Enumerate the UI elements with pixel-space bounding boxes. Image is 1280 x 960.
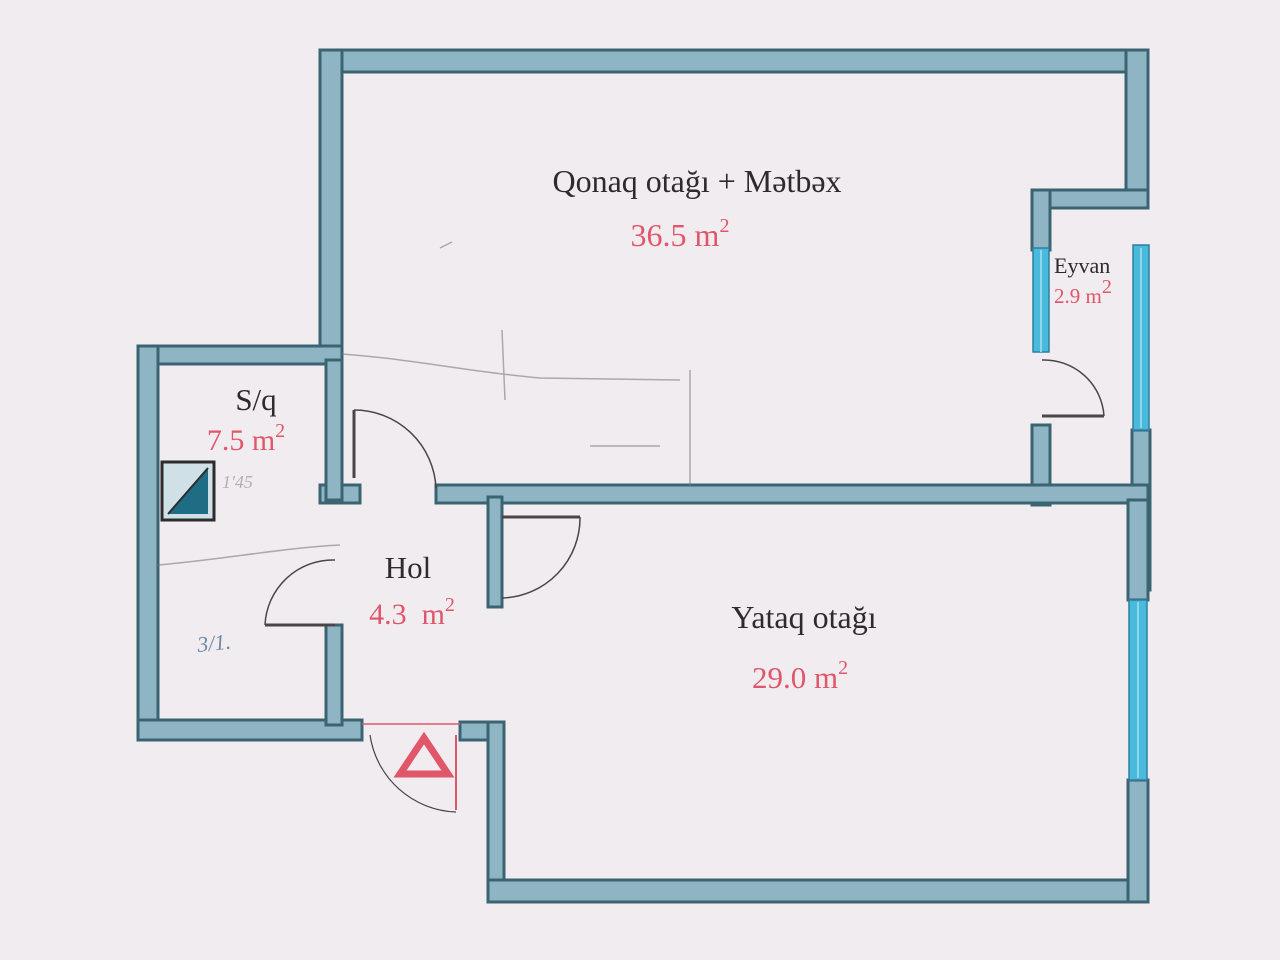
walls [136, 48, 1152, 904]
wall-middle [434, 483, 1150, 505]
room-name-balcony: Eyvan [1054, 253, 1110, 278]
room-name-living-kitchen: Qonaq otağı + Mətbəx [552, 163, 841, 199]
wall-bedroom-right-lower [1126, 778, 1150, 904]
wall-bath-top [136, 344, 344, 366]
shower-tray-icon [160, 460, 216, 522]
room-area-bathroom: 7.5 m2 [207, 420, 285, 457]
room-bathroom: S/q 7.5 m2 [207, 382, 285, 457]
room-area-living-kitchen: 36.5 m2 [631, 215, 730, 253]
wall-right-upper [1124, 48, 1150, 192]
entrance-triangle-icon [393, 731, 455, 778]
room-bedroom: Yataq otağı 29.0 m2 [731, 599, 876, 695]
room-area-balcony: 2.9 m2 [1054, 276, 1112, 308]
wall-hall-right [486, 495, 504, 609]
wall-bedroom-left [486, 720, 506, 904]
doors [264, 359, 1105, 813]
wall-top [318, 48, 1150, 74]
windows [1032, 244, 1150, 781]
wall-bath-bottom [136, 718, 364, 742]
wall-left-upper [318, 48, 344, 362]
room-balcony: Eyvan 2.9 m2 [1054, 253, 1112, 308]
wall-bath-right [324, 358, 344, 502]
wall-balcony-left-upper [1030, 188, 1052, 252]
room-name-hall: Hol [385, 550, 432, 585]
wall-bedroom-right-upper [1126, 498, 1150, 602]
handwritten-note-bath: 3/1. [195, 629, 232, 657]
wall-bath-right-lower [324, 623, 344, 727]
pencil-marks [157, 241, 691, 566]
wall-bath-left [136, 344, 160, 742]
room-area-hall: 4.3 m2 [369, 594, 455, 631]
room-name-bedroom: Yataq otağı [731, 599, 876, 635]
room-living-kitchen: Qonaq otağı + Mətbəx 36.5 m2 [552, 163, 841, 253]
room-area-bedroom: 29.0 m2 [752, 657, 848, 695]
wall-bedroom-bottom [486, 878, 1150, 904]
handwritten-note-bath-top: 1'45 [222, 472, 253, 492]
room-hall: Hol 4.3 m2 [369, 550, 455, 631]
room-name-bathroom: S/q [235, 382, 276, 417]
